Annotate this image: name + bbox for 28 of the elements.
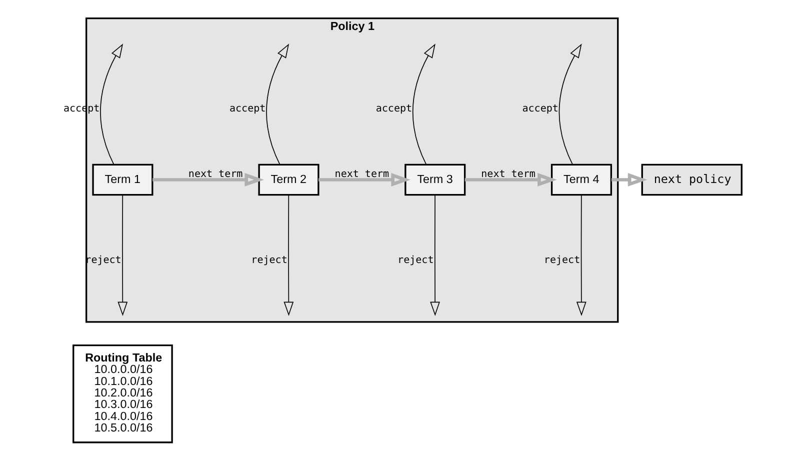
edge-label: accept: [376, 103, 412, 114]
edge-label: accept: [522, 103, 558, 114]
arrow: [152, 173, 264, 186]
node-box: Term 1: [92, 164, 154, 196]
edge-label: next term: [188, 168, 243, 180]
edge-label: next term: [334, 168, 390, 180]
arrow: [284, 194, 294, 316]
arrow: [118, 194, 128, 316]
edge-label: reject: [544, 254, 580, 266]
arrow: [430, 194, 440, 316]
arrow: [558, 44, 582, 166]
arrow: [100, 44, 124, 166]
edge-label: reject: [398, 254, 434, 266]
edge-label: accept: [230, 103, 266, 114]
arrow: [318, 173, 410, 186]
edge-label: reject: [251, 254, 288, 266]
edge-label: next term: [481, 168, 536, 180]
arrow: [611, 173, 648, 186]
arrow: [412, 44, 436, 166]
arrow: [464, 173, 557, 186]
arrow: [266, 44, 290, 166]
node-box: Routing Table 10.0.0.0/16 10.1.0.0/16 10.2.0.0/16 10.3.0.0/16 10.4.0.0/16 10.5.0.0/16: [72, 344, 173, 444]
node-box: Term 3: [404, 164, 466, 196]
node-box: Term 4: [550, 164, 612, 196]
node-box: Term 2: [258, 164, 320, 196]
arrow: [576, 194, 586, 316]
node-box: next policy: [641, 164, 742, 196]
edge-label: reject: [85, 254, 122, 266]
